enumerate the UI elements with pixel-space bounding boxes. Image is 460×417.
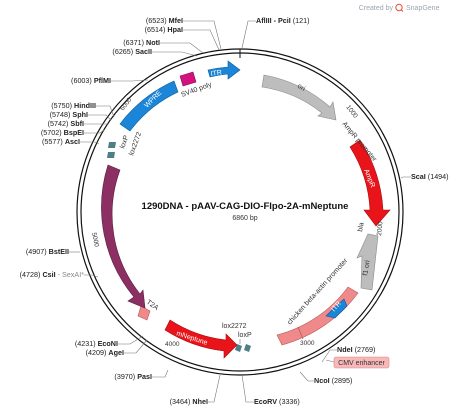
site-leaders: [69, 20, 411, 403]
header: Created by SnapGene: [359, 3, 440, 12]
ori-label: ori: [296, 83, 307, 93]
tick-3000: 3000: [300, 340, 315, 347]
flpo-feature[interactable]: [101, 164, 146, 309]
itr-bottom-feature[interactable]: [325, 298, 348, 319]
site-bspei: (5702) BspEI: [41, 128, 84, 137]
plasmid-size: 6860 bp: [232, 215, 257, 222]
snapgene-logo: [395, 3, 404, 12]
tick-2000: 2000: [376, 221, 385, 236]
backbone: [76, 48, 404, 376]
created-by-label: Created by: [359, 5, 394, 12]
site-sphi: (5748) SphI: [50, 110, 88, 119]
site-ncoi: NcoI (2895): [314, 376, 352, 385]
cmv-enhancer-label: CMV enhancer: [338, 360, 385, 367]
site-econi: (4231) EcoNI: [75, 339, 118, 348]
site-sbfi: (5742) SbfI: [48, 119, 84, 128]
tick-6000: 6000: [119, 96, 134, 112]
wpre-feature[interactable]: [119, 80, 179, 132]
tick-1000: 1000: [344, 104, 359, 120]
snapgene-logo-icon: [395, 3, 403, 12]
center-title: 1290DNA - pAAV-CAG-DIO-Flpo-2A-mNeptune …: [142, 201, 349, 222]
tick-4000: 4000: [165, 341, 180, 348]
site-hpai: (6514) HpaI: [145, 25, 183, 34]
itr-top-feature[interactable]: [207, 60, 241, 80]
ampr-feature[interactable]: [349, 139, 391, 227]
brand-name: SnapGene: [406, 5, 440, 12]
site-mfei: (6523) MfeI: [146, 16, 183, 25]
site-agei: (4209) AgeI: [86, 348, 124, 357]
site-asci: (5577) AscI: [42, 137, 80, 146]
loxp-top-label: loxP: [119, 134, 130, 150]
plasmid-name: 1290DNA - pAAV-CAG-DIO-Flpo-2A-mNeptune: [142, 201, 349, 212]
itr-top-label: ITR: [210, 69, 222, 78]
cmv-enhancer-badge[interactable]: CMV enhancer: [325, 356, 390, 369]
bla-label: bla: [357, 222, 366, 233]
sv40-poly-feature[interactable]: [179, 71, 197, 87]
site-afliii-pcii: AflIII - PciI (121): [256, 16, 310, 25]
lox2272-top-label: lox2272: [128, 131, 143, 157]
flpo-label: Flpo: [117, 237, 126, 252]
lox2272-top-feature[interactable]: [108, 142, 116, 148]
site-pflmi: (6003) PflMI: [71, 76, 111, 85]
site-bsteii: (4907) BstEII: [26, 247, 69, 256]
site-nhei: (3464) NheI: [170, 397, 208, 406]
lox2272-bottom-feature[interactable]: [244, 344, 251, 352]
site-scai: ScaI (1494): [411, 172, 449, 181]
site-noti: (6371) NotI: [123, 38, 160, 47]
site-csii: (4728) CsiI - SexAI*: [20, 270, 85, 279]
loxp-bottom-label: loxP: [238, 332, 252, 339]
loxp-bottom-feature[interactable]: [235, 344, 242, 352]
site-ndei: NdeI (2769): [337, 345, 375, 354]
f1-ori-label: f1 ori: [362, 259, 372, 276]
ori-feature[interactable]: [261, 74, 337, 121]
lox2272-bottom-label: lox2272: [222, 323, 247, 330]
mneptune-feature[interactable]: [164, 319, 238, 359]
site-sacii: (6265) SacII: [112, 47, 152, 56]
site-hindiii: (5750) HindIII: [51, 101, 96, 110]
loxp-top-feature[interactable]: [107, 152, 115, 158]
chicken-promoter-label: chicken beta-actin promoter: [286, 257, 349, 326]
site-pasi: (3970) PasI: [114, 372, 152, 381]
tick-5000: 5000: [90, 232, 100, 248]
site-ecorv: EcoRV (3336): [254, 397, 300, 406]
restriction-sites: (6523) MfeI (6514) HpaI (6371) NotI (626…: [20, 16, 449, 406]
f1-ori-feature[interactable]: [356, 233, 379, 291]
t2a-feature[interactable]: [137, 305, 151, 321]
